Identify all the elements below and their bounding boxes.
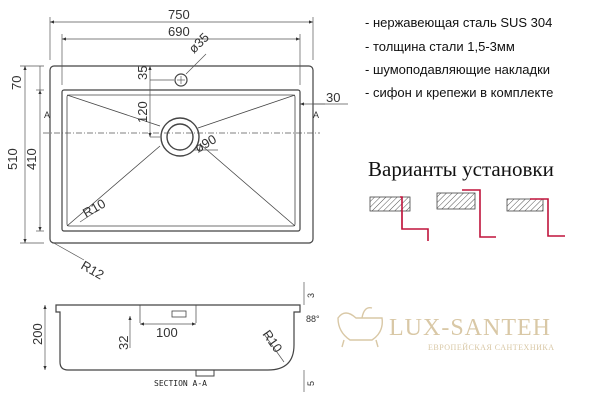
dim-100: 100 [156, 325, 178, 340]
install-option-undermount [437, 190, 496, 237]
section-marker-right: A [313, 110, 319, 120]
install-title: Варианты установки [368, 157, 554, 181]
dim-70: 70 [9, 76, 24, 90]
leader-r12 [52, 242, 84, 260]
spec-item: - шумоподавляющие накладки [365, 62, 550, 77]
bathtub-icon [338, 313, 382, 340]
dim-3: 3 [306, 293, 316, 298]
drain-inner-circle [167, 124, 193, 150]
dim-32: 32 [116, 336, 131, 350]
brand-tagline: ЕВРОПЕЙСКАЯ САНТЕХНИКА [428, 343, 554, 352]
spec-item: - сифон и крепежи в комплекте [365, 85, 553, 100]
overflow-slot [172, 311, 186, 317]
spec-item: - толщина стали 1,5-3мм [365, 39, 515, 54]
install-option-overmount [507, 199, 565, 236]
brand-name: LUX-SANTEH [389, 315, 551, 341]
section-label: SECTION A-A [154, 379, 207, 388]
slope-line [200, 144, 295, 226]
dim-90-diameter: ø90 [192, 131, 219, 155]
dim-30: 30 [326, 90, 340, 105]
dim-410: 410 [24, 148, 39, 170]
dim-section-r10: R10 [260, 327, 286, 355]
dim-510: 510 [5, 148, 20, 170]
spec-item: - нержавеющая сталь SUS 304 [365, 15, 552, 30]
dim-200: 200 [30, 323, 45, 345]
dim-120: 120 [135, 101, 150, 123]
dim-690: 690 [168, 24, 190, 39]
slope-line [198, 95, 295, 128]
dim-5: 5 [306, 381, 316, 386]
dim-r10: R10 [80, 196, 108, 221]
slope-line [67, 146, 160, 226]
dim-r12: R12 [79, 258, 107, 283]
dim-88-angle: 88° [306, 314, 320, 324]
install-option-flush [370, 197, 428, 241]
leader-35 [186, 54, 206, 74]
brand-logo [338, 308, 382, 347]
section-marker-left: A [44, 110, 50, 120]
dim-750: 750 [168, 7, 190, 22]
dim-35-offset: 35 [135, 66, 150, 80]
